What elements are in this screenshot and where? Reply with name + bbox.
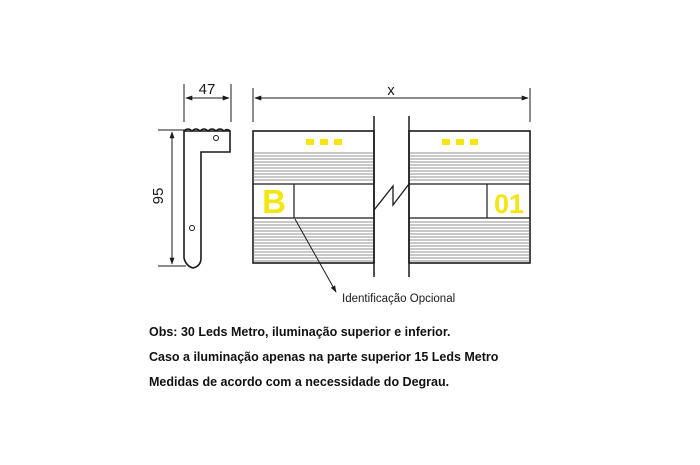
callout: Identificação Opcional (294, 218, 455, 305)
callout-label: Identificação Opcional (342, 293, 455, 305)
profile-serrated-top (183, 128, 231, 132)
side-profile (183, 128, 231, 269)
height-label: 95 (150, 188, 167, 205)
stripes-top (253, 152, 374, 181)
break-symbol (373, 116, 410, 277)
stripes-bottom (409, 221, 530, 262)
profile-outline (183, 130, 231, 269)
front-panel-right: 01 (408, 130, 531, 264)
length-label: x (387, 82, 395, 99)
led-dot (470, 139, 478, 145)
led-dot (442, 139, 450, 145)
note-line: Medidas de acordo com a necessidade do D… (149, 375, 450, 389)
led-dot (306, 139, 314, 145)
panel-number: 01 (494, 189, 524, 219)
dimension-height: 95 (150, 129, 186, 267)
led-dot (320, 139, 328, 145)
notes: Obs: 30 Leds Metro, iluminação superior … (149, 324, 669, 399)
stripes-bottom (253, 221, 374, 262)
dimension-width: 47 (183, 81, 232, 122)
note-line: Obs: 30 Leds Metro, iluminação superior … (149, 325, 451, 339)
led-dot (334, 139, 342, 145)
dimension-length: x (252, 82, 531, 122)
width-label: 47 (199, 81, 216, 98)
screw-icon (213, 135, 219, 141)
note-line: Caso a iluminação apenas na parte superi… (149, 350, 499, 364)
front-panel-left: B (252, 130, 375, 264)
panel-letter: B (262, 183, 286, 220)
stripes-top (409, 152, 530, 181)
led-dot (456, 139, 464, 145)
screw-icon (189, 225, 195, 231)
